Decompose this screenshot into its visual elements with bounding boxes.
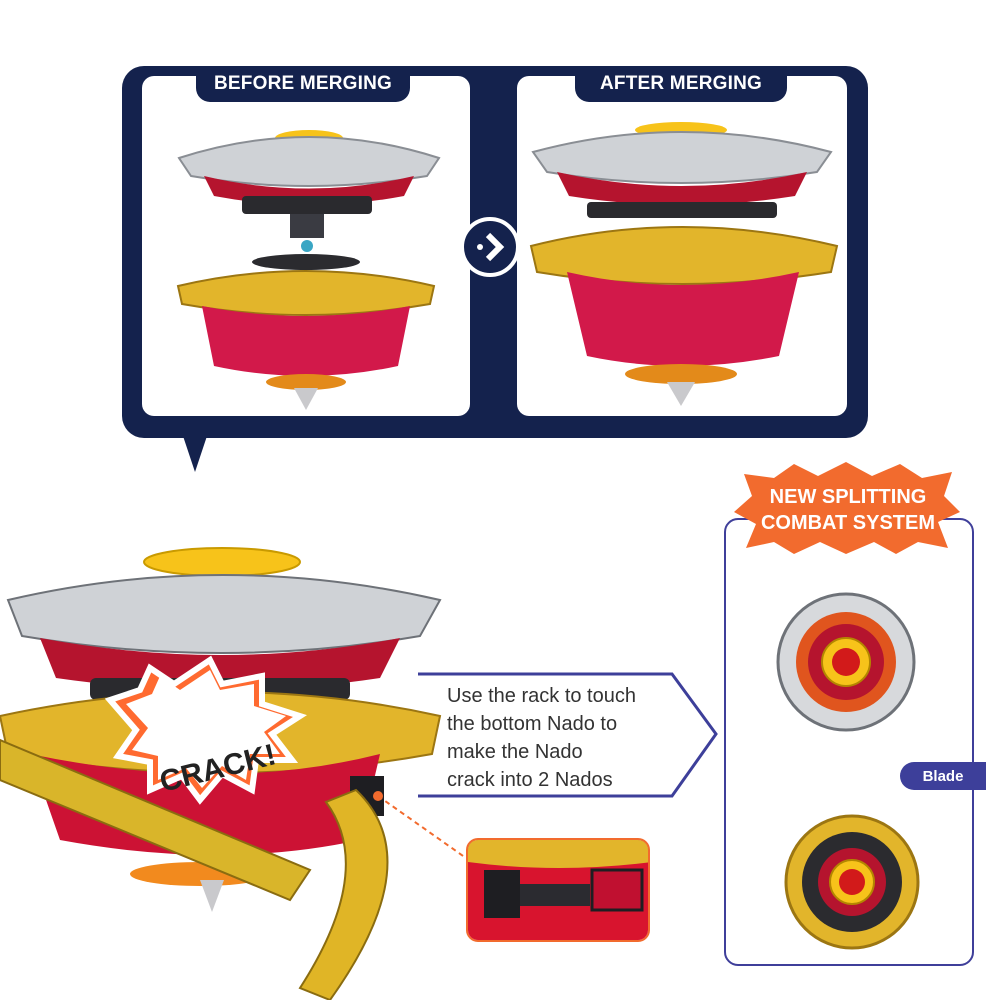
after-merging-photo [517, 76, 847, 416]
blade-badge: Blade [900, 762, 986, 790]
instruction-line-2: the bottom Nado to [447, 713, 618, 735]
before-merging-photo [142, 76, 470, 416]
instruction-line-3: make the Nado [447, 741, 583, 763]
instruction-line-1: Use the rack to touch [447, 685, 636, 707]
cracking-spinner-illustration [0, 547, 442, 1000]
after-merged-illustration [529, 122, 839, 406]
after-merging-label: AFTER MERGING [575, 66, 787, 102]
zoom-detail-photo [466, 838, 650, 942]
callout-bracket [418, 672, 718, 798]
zoom-connector-line [373, 791, 467, 859]
speech-tail [183, 436, 207, 472]
before-merging-label: BEFORE MERGING [196, 66, 410, 102]
instruction-line-4: crack into 2 Nados [447, 769, 613, 791]
next-arrow-icon [460, 217, 520, 277]
gold-top-illustration [784, 814, 920, 950]
starburst-shape [734, 462, 960, 554]
before-top-illustration [176, 130, 441, 410]
instruction-text: Use the rack to touch the bottom Nado to… [447, 682, 687, 794]
feature-title-line-2: COMBAT SYSTEM [760, 512, 936, 534]
feature-title: NEW SPLITTING COMBAT SYSTEM [748, 484, 948, 536]
feature-title-line-1: NEW SPLITTING [769, 486, 927, 508]
silver-top-illustration [776, 592, 916, 732]
